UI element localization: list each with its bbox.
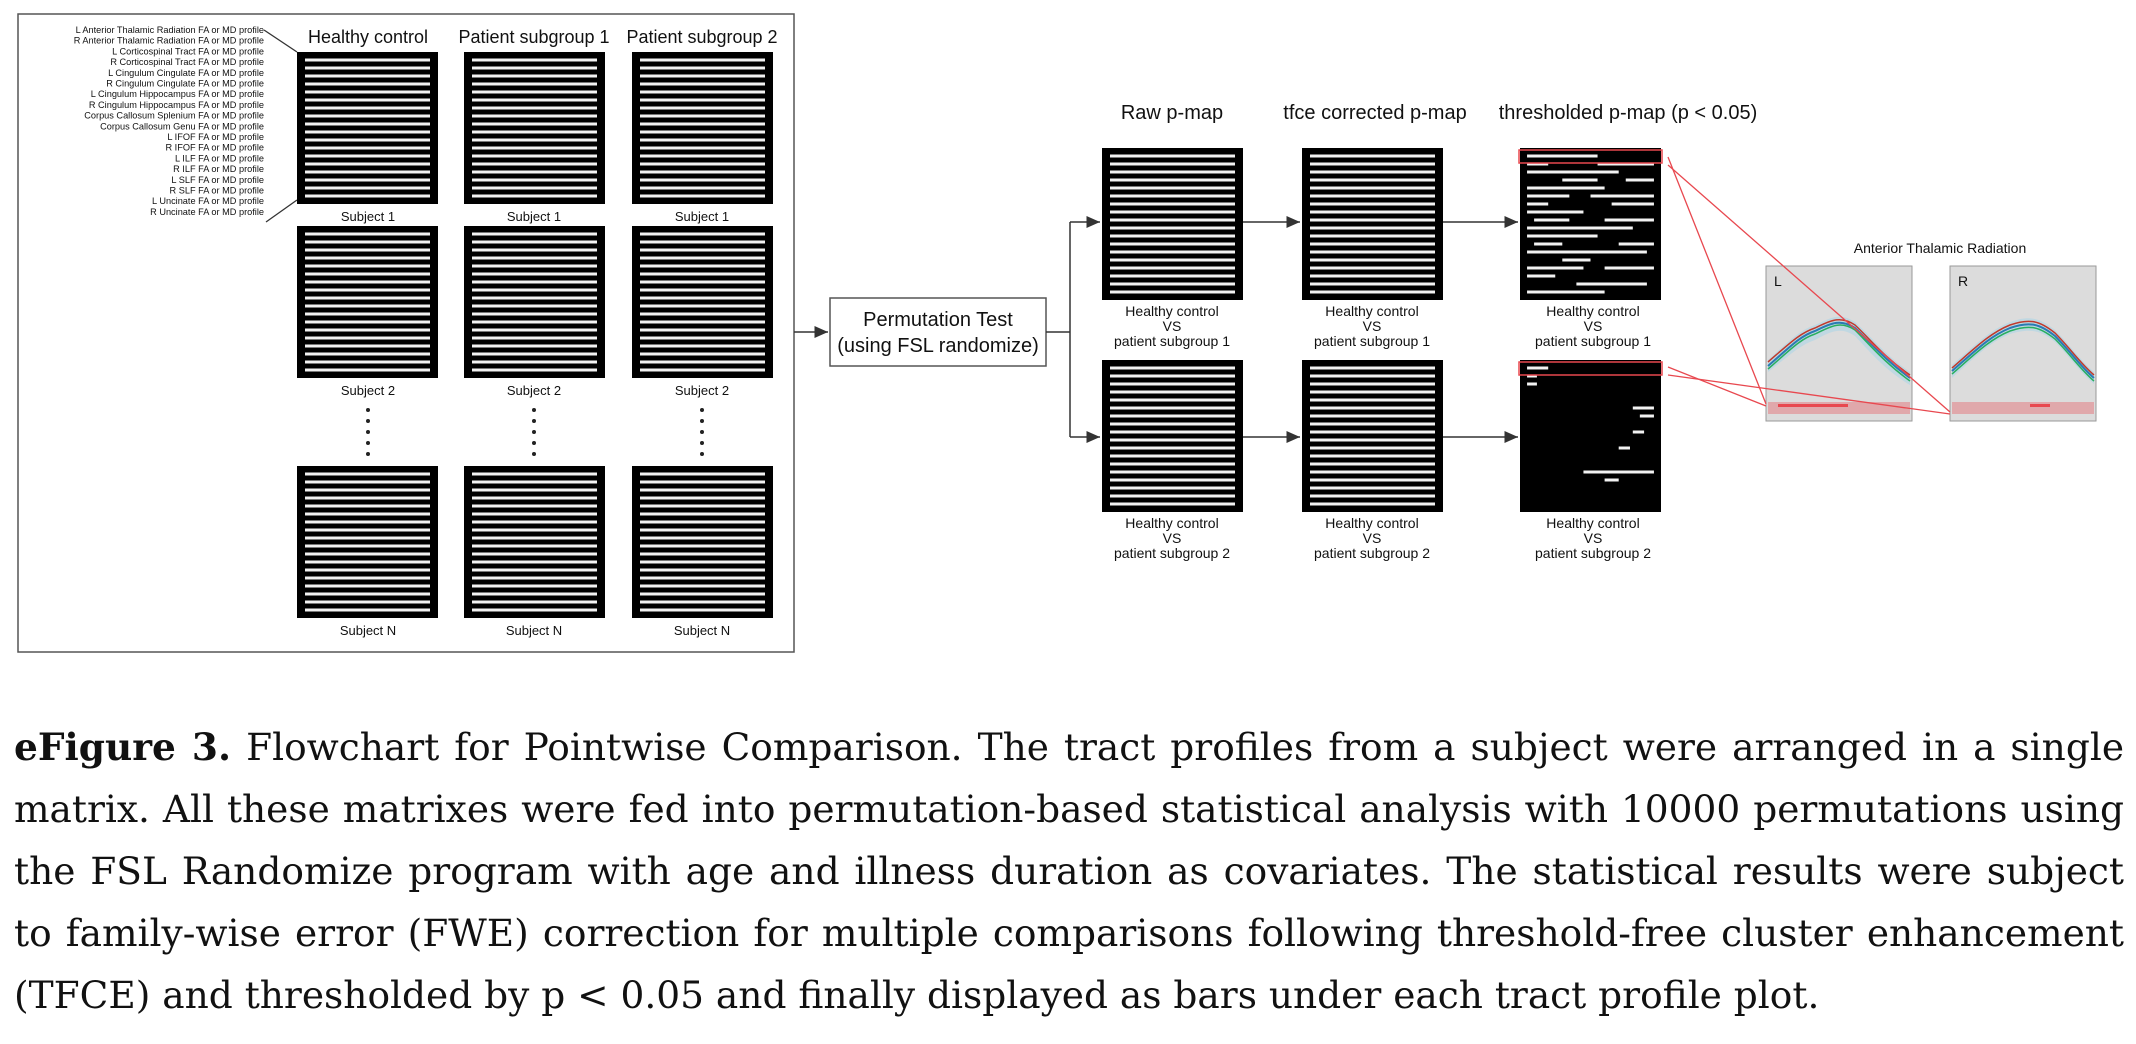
subject-matrices [297,52,773,618]
raw-pmap-2 [1102,360,1243,512]
comparison-tfce-1-line1: Healthy control [1325,303,1418,319]
plot-right-label: R [1958,273,1968,289]
subject-matrix-ps1-2 [464,226,605,378]
thresholded-pmap-1 [1518,148,1663,300]
subject-label-ps2-2: Subject 2 [675,383,729,398]
ellipsis-dots [366,408,704,456]
highlight-connectors [1667,156,1951,415]
raw-pmap-1 [1102,148,1243,300]
bracket-line-top [263,29,298,53]
figure-caption: eFigure 3. Flowchart for Pointwise Compa… [14,716,2124,1026]
subject-label-ps2-1: Subject 1 [675,209,729,224]
subject-label-ps1-1: Subject 1 [507,209,561,224]
subject-label-ps1-2: Subject 2 [507,383,561,398]
permutation-test-title: Permutation Test [863,309,1013,331]
comparison-tfce-1-line3: patient subgroup 1 [1314,333,1430,349]
caption-label: eFigure 3. [14,725,232,769]
subject-matrix-hc-1 [297,52,438,204]
comparison-tfce-2-line3: patient subgroup 2 [1314,545,1430,561]
tract-label-list: L Anterior Thalamic Radiation FA or MD p… [74,25,264,217]
plot-left-label: L [1774,273,1782,289]
subject-matrix-ps2-1 [632,52,773,204]
tract-label: L IFOF FA or MD profile [167,132,264,142]
comparison-raw-1-line1: Healthy control [1125,303,1218,319]
tract-label: R Cingulum Cingulate FA or MD profile [106,79,264,89]
flowchart-figure: L Anterior Thalamic Radiation FA or MD p… [17,13,2097,653]
tract-label: L Cingulum Hippocampus FA or MD profile [91,89,264,99]
tract-label: R SLF FA or MD profile [170,186,264,196]
header-thresholded-pmap: thresholded p-map (p < 0.05) [1499,102,1758,124]
subject-matrix-ps1-n [464,466,605,618]
subject-matrix-ps1-1 [464,52,605,204]
subject-label-ps2-n: Subject N [674,623,730,638]
comparison-thresh-1-line2: VS [1584,318,1603,334]
subject-label-hc-2: Subject 2 [341,383,395,398]
subject-label-hc-1: Subject 1 [341,209,395,224]
tract-label: R Cingulum Hippocampus FA or MD profile [89,100,264,110]
tfce-pmap-2 [1302,360,1443,512]
comparison-tfce-2-line2: VS [1363,530,1382,546]
tract-label: R Anterior Thalamic Radiation FA or MD p… [74,36,264,46]
tract-label: L SLF FA or MD profile [171,175,264,185]
comparison-tfce-1-line2: VS [1363,318,1382,334]
comparison-thresh-2-line2: VS [1584,530,1603,546]
tract-label: R Uncinate FA or MD profile [150,207,264,217]
tract-label: L Corticospinal Tract FA or MD profile [112,46,264,56]
header-raw-pmap: Raw p-map [1121,102,1223,124]
comparison-raw-2-line1: Healthy control [1125,515,1218,531]
tract-label: R Corticospinal Tract FA or MD profile [110,57,264,67]
comparison-thresh-1-line3: patient subgroup 1 [1535,333,1651,349]
tract-label: Corpus Callosum Genu FA or MD profile [100,121,264,131]
comparison-thresh-2-line3: patient subgroup 2 [1535,545,1651,561]
comparison-raw-2-line2: VS [1163,530,1182,546]
group-header-patient-subgroup-1: Patient subgroup 1 [458,27,609,47]
flowchart-canvas: L Anterior Thalamic Radiation FA or MD p… [17,13,2097,653]
plot-title: Anterior Thalamic Radiation [1854,240,2027,256]
tfce-pmap-1 [1302,148,1443,300]
comparison-thresh-2-line1: Healthy control [1546,515,1639,531]
comparison-tfce-2-line1: Healthy control [1325,515,1418,531]
group-header-patient-subgroup-2: Patient subgroup 2 [626,27,777,47]
subject-matrix-ps2-2 [632,226,773,378]
comparison-thresh-1-line1: Healthy control [1546,303,1639,319]
tract-label: L Cingulum Cingulate FA or MD profile [108,68,264,78]
tract-label: R ILF FA or MD profile [173,164,264,174]
subject-matrix-hc-n [297,466,438,618]
bracket-line-bottom [265,199,298,223]
permutation-test-box [829,297,1047,367]
subject-matrix-ps2-n [632,466,773,618]
subject-matrices-panel [17,13,795,653]
thresholded-pmap-2 [1518,360,1663,512]
tract-label: Corpus Callosum Splenium FA or MD profil… [84,111,264,121]
subject-label-hc-n: Subject N [340,623,396,638]
tract-label: L ILF FA or MD profile [175,153,264,163]
pmap-matrices [1102,148,1663,512]
tract-plot-right: R [1949,265,2097,422]
tract-label: L Anterior Thalamic Radiation FA or MD p… [76,25,264,35]
tract-plot-left: L [1765,265,1913,422]
comparison-raw-1-line3: patient subgroup 1 [1114,333,1230,349]
tract-label: R IFOF FA or MD profile [165,143,264,153]
tract-label: L Uncinate FA or MD profile [152,196,264,206]
subject-label-ps1-n: Subject N [506,623,562,638]
permutation-test-subtitle: (using FSL randomize) [837,335,1039,357]
header-tfce-pmap: tfce corrected p-map [1283,102,1466,124]
caption-text: Flowchart for Pointwise Comparison. The … [14,725,2125,1017]
comparison-raw-2-line3: patient subgroup 2 [1114,545,1230,561]
subject-matrix-hc-2 [297,226,438,378]
group-header-healthy-control: Healthy control [308,27,428,47]
comparison-raw-1-line2: VS [1163,318,1182,334]
